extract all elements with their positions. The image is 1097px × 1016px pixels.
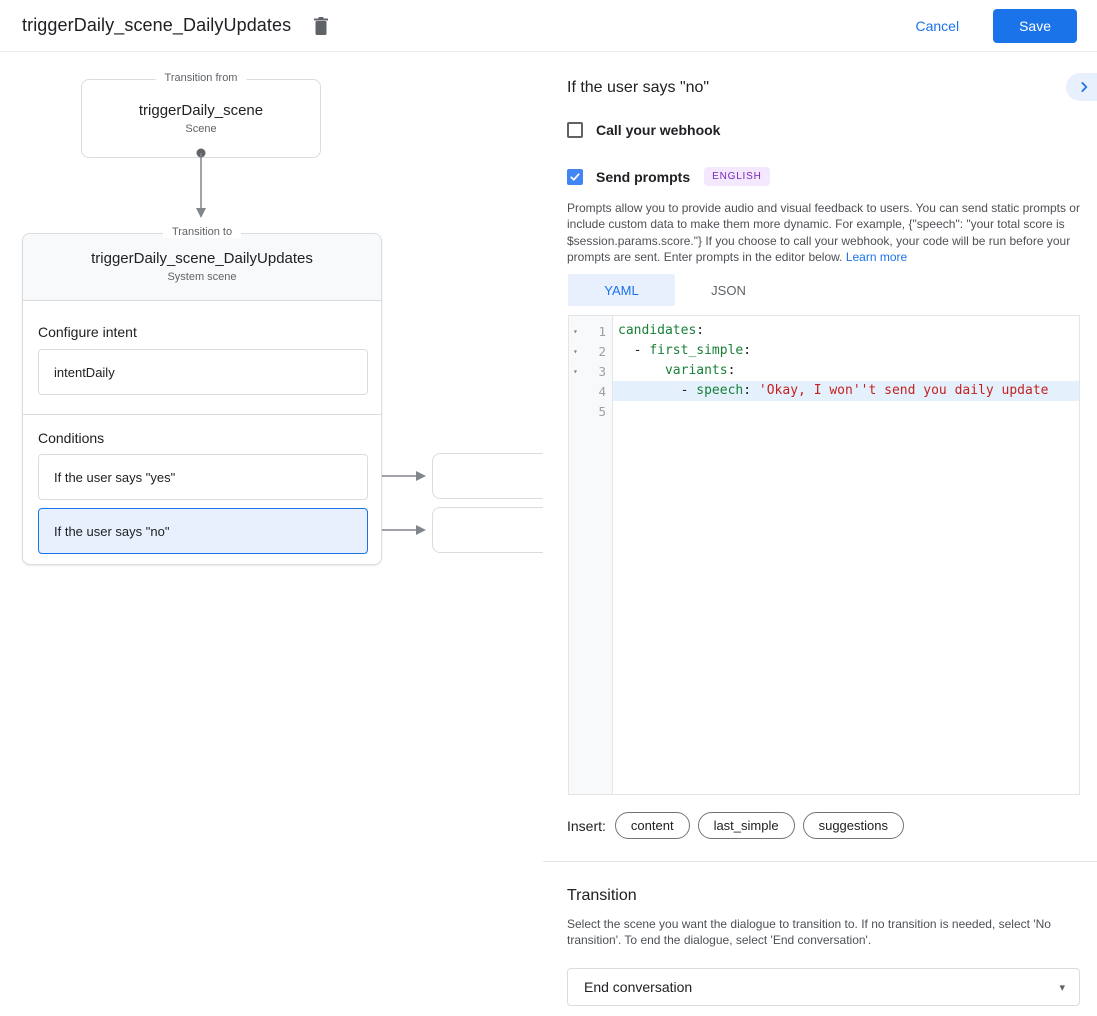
- code-token: :: [743, 343, 752, 358]
- transition-select[interactable]: End conversation ▾: [567, 968, 1080, 1006]
- intent-field[interactable]: intentDaily: [38, 349, 368, 395]
- from-scene-subtitle: Scene: [185, 123, 217, 135]
- intent-value: intentDaily: [54, 364, 115, 380]
- save-button[interactable]: Save: [993, 8, 1077, 43]
- fold-arrow-icon[interactable]: ▾: [573, 346, 578, 356]
- to-scene-subtitle: System scene: [167, 271, 237, 283]
- code-token: :: [743, 383, 759, 398]
- transition-to-node: Transition to triggerDaily_scene_DailyUp…: [22, 226, 382, 565]
- tab-json[interactable]: JSON: [675, 274, 782, 306]
- transition-description: Select the scene you want the dialogue t…: [567, 917, 1051, 948]
- line-number: 4: [598, 383, 606, 399]
- transition-target-box[interactable]: [432, 453, 543, 499]
- transition-from-node[interactable]: Transition from triggerDaily_scene Scene: [81, 72, 321, 158]
- fold-arrow-icon[interactable]: ▾: [573, 326, 578, 336]
- condition-heading: If the user says "no": [567, 79, 710, 96]
- insert-chip-last-simple[interactable]: last_simple: [697, 812, 795, 839]
- webhook-checkbox[interactable]: [567, 122, 583, 138]
- transition-heading: Transition: [567, 887, 637, 904]
- scene-diagram-canvas: Transition from triggerDaily_scene Scene…: [0, 52, 543, 1016]
- cancel-button[interactable]: Cancel: [915, 17, 960, 34]
- line-number: 1: [598, 323, 606, 339]
- line-number: 2: [598, 343, 606, 359]
- gutter-row: ▾ 1: [569, 321, 612, 341]
- fold-arrow-icon[interactable]: ▾: [573, 366, 578, 376]
- code-token: -: [618, 383, 697, 398]
- condition-row-no[interactable]: If the user says "no": [38, 508, 368, 554]
- arrow-right-icon: [416, 471, 426, 481]
- prompts-description-text: Prompts allow you to provide audio and v…: [567, 201, 1080, 264]
- insert-chip-content[interactable]: content: [614, 812, 690, 839]
- prompt-code-editor[interactable]: ▾ 1 ▾ 2 ▾ 3 4 5 candidates: - first_sim: [568, 315, 1080, 795]
- condition-label: If the user says "yes": [54, 469, 176, 485]
- transition-to-legend: Transition to: [162, 226, 242, 238]
- code-token: speech: [696, 383, 744, 398]
- condition-label: If the user says "no": [54, 523, 170, 539]
- check-icon: [570, 172, 580, 181]
- prompts-description: Prompts allow you to provide audio and v…: [567, 200, 1082, 265]
- language-badge: ENGLISH: [704, 167, 770, 186]
- code-token: :: [696, 323, 705, 338]
- insert-row: Insert: content last_simple suggestions: [567, 812, 912, 839]
- dropdown-caret-icon: ▾: [1059, 981, 1065, 994]
- from-scene-title: triggerDaily_scene: [138, 102, 264, 119]
- editor-format-tabs: YAML JSON: [568, 274, 782, 306]
- line-number: 3: [598, 363, 606, 379]
- to-scene-title: triggerDaily_scene_DailyUpdates: [91, 250, 313, 267]
- prompts-label: Send prompts: [596, 168, 691, 185]
- to-scene-header[interactable]: triggerDaily_scene_DailyUpdates System s…: [23, 234, 381, 301]
- insert-label: Insert:: [567, 817, 606, 834]
- header: triggerDaily_scene_DailyUpdates Cancel S…: [0, 0, 1097, 52]
- delete-button[interactable]: [307, 12, 335, 40]
- insert-chip-suggestions[interactable]: suggestions: [802, 812, 904, 839]
- editor-gutter: ▾ 1 ▾ 2 ▾ 3 4 5: [569, 316, 613, 794]
- node-divider: [23, 414, 381, 415]
- code-line-5: [613, 401, 1079, 421]
- page-title: triggerDaily_scene_DailyUpdates: [22, 15, 292, 35]
- line-number: 5: [598, 403, 606, 419]
- webhook-check-row: Call your webhook: [567, 122, 720, 138]
- learn-more-link[interactable]: Learn more: [845, 249, 908, 264]
- code-token: 'Okay, I won''t send you daily update: [758, 383, 1049, 398]
- code-token: -: [618, 343, 650, 358]
- prompts-checkbox[interactable]: [567, 168, 583, 185]
- tab-yaml[interactable]: YAML: [568, 274, 675, 306]
- prompts-check-row: Send prompts ENGLISH: [567, 167, 770, 186]
- gutter-row: ▾ 3: [569, 361, 612, 381]
- transition-select-value: End conversation: [584, 979, 693, 995]
- trash-icon: [314, 16, 329, 35]
- code-line-3: variants:: [613, 361, 1079, 381]
- chevron-right-icon: [1081, 82, 1088, 92]
- configure-intent-label: Configure intent: [38, 324, 137, 340]
- webhook-label: Call your webhook: [596, 122, 721, 138]
- code-token: [618, 363, 665, 378]
- code-line-1: candidates:: [613, 321, 1079, 341]
- condition-editor-panel: If the user says "no" Call your webhook …: [543, 52, 1097, 1016]
- transition-target-box[interactable]: [432, 507, 543, 553]
- arrow-down-icon: [196, 208, 206, 218]
- condition-row-yes[interactable]: If the user says "yes": [38, 454, 368, 500]
- arrow-right-icon: [416, 525, 426, 535]
- collapse-panel-button[interactable]: [1066, 73, 1097, 101]
- conditions-label: Conditions: [38, 430, 105, 446]
- gutter-row: 5: [569, 401, 612, 421]
- gutter-row: 4: [569, 381, 612, 401]
- code-token: candidates: [618, 323, 697, 338]
- gutter-row: ▾ 2: [569, 341, 612, 361]
- code-line-2: - first_simple:: [613, 341, 1079, 361]
- code-token: :: [727, 363, 736, 378]
- code-token: variants: [664, 363, 728, 378]
- code-line-4-active: - speech: 'Okay, I won''t send you daily…: [613, 381, 1079, 401]
- code-token: first_simple: [649, 343, 744, 358]
- section-divider: [543, 861, 1097, 862]
- editor-code-area[interactable]: candidates: - first_simple: variants: - …: [613, 316, 1079, 794]
- transition-from-legend: Transition from: [155, 72, 247, 84]
